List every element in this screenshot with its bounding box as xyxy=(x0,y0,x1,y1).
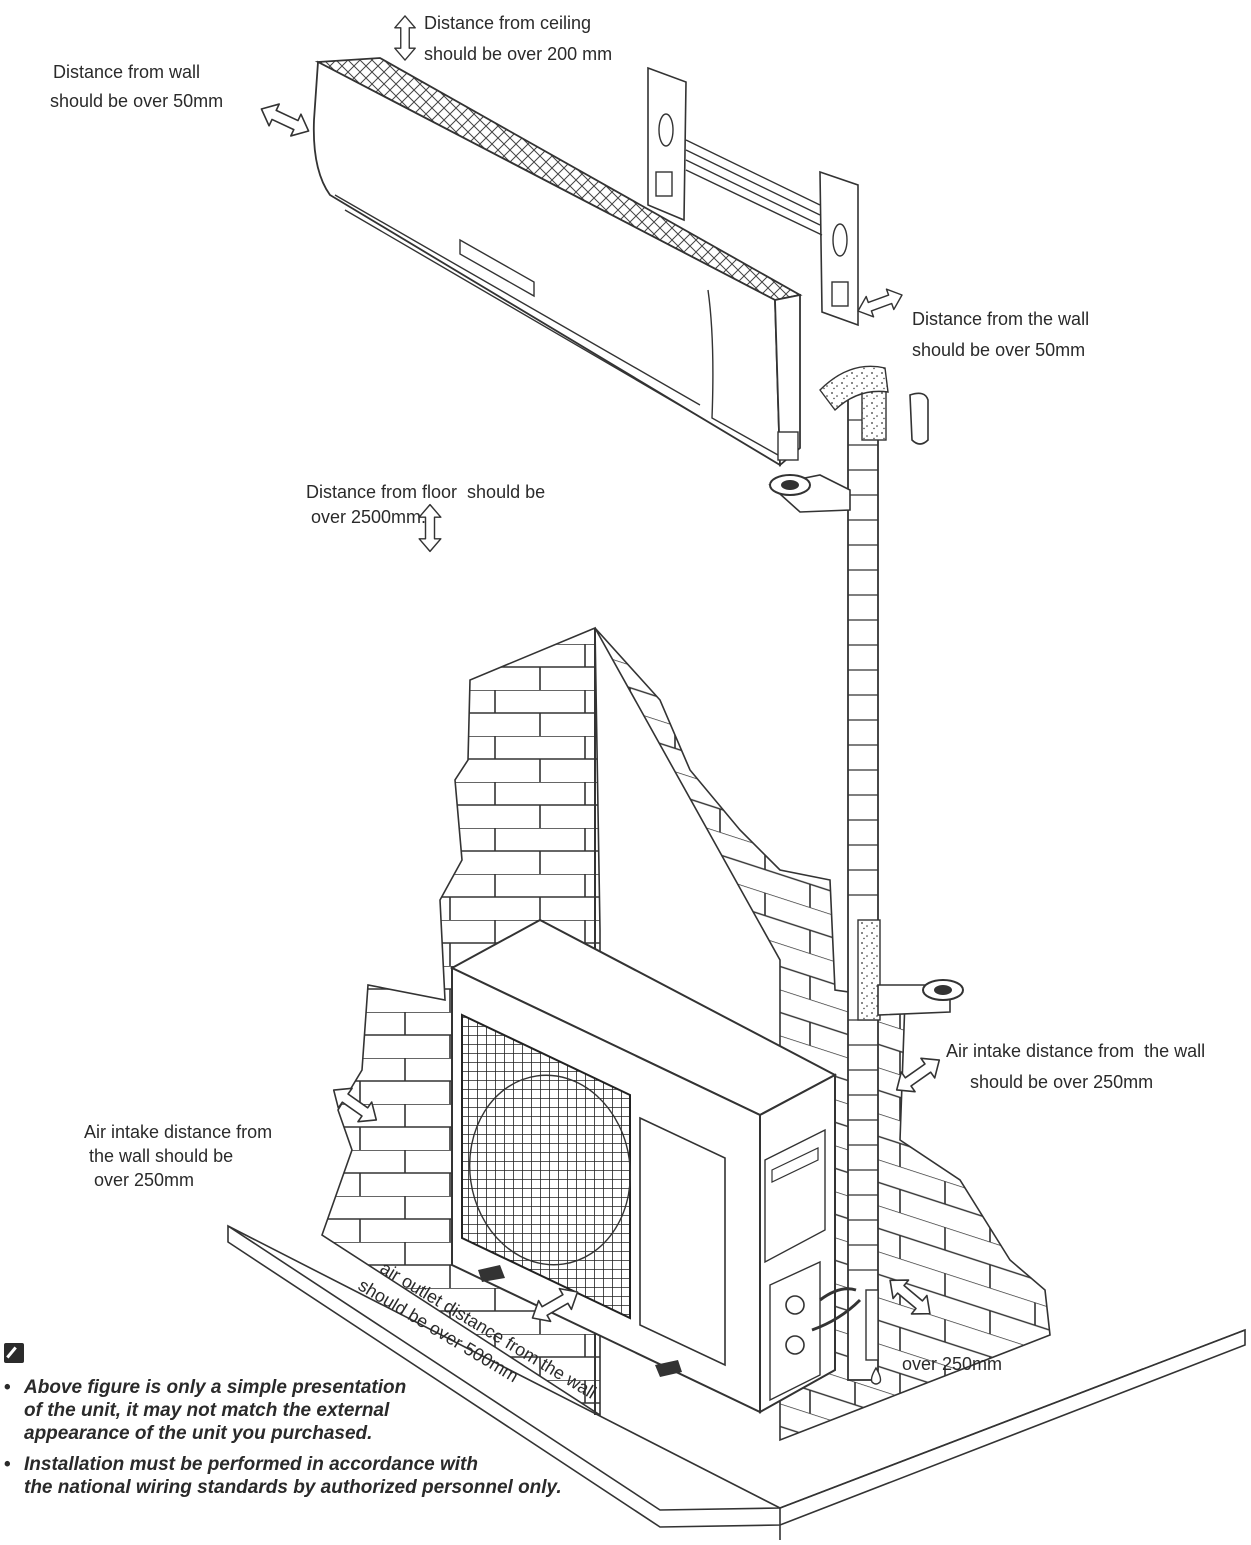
indoor-unit xyxy=(312,57,803,467)
label-floor-clearance: Distance from floor should be over 2500m… xyxy=(306,482,546,527)
outdoor-unit xyxy=(449,918,838,1414)
refrigerant-pipe xyxy=(768,365,964,1385)
label-air-intake-left: Air intake distance from the wall should… xyxy=(84,1122,273,1190)
label-side-clearance: over 250mm xyxy=(902,1354,1003,1374)
floor-slab xyxy=(227,1224,1246,1540)
note-installation: Installation must be performed in accord… xyxy=(4,1453,562,1499)
note-pencil-icon xyxy=(4,1343,24,1363)
note-appearance: Above figure is only a simple presentati… xyxy=(4,1376,406,1445)
mounting-plate xyxy=(647,66,859,327)
